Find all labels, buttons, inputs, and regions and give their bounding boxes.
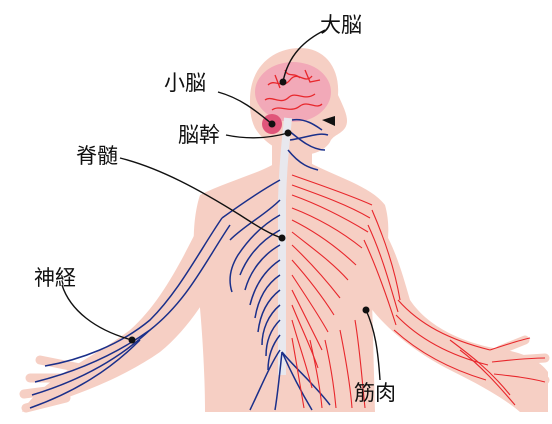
label-brainstem: 脳幹	[178, 123, 220, 147]
label-cerebellum: 小脳	[164, 71, 206, 95]
label-nerve: 神経	[34, 266, 76, 290]
leader-nerve	[62, 285, 132, 340]
label-spinal-cord: 脊髄	[76, 144, 118, 168]
label-cerebrum: 大脳	[320, 13, 362, 37]
label-muscle: 筋肉	[354, 381, 396, 405]
cerebrum	[255, 62, 331, 122]
